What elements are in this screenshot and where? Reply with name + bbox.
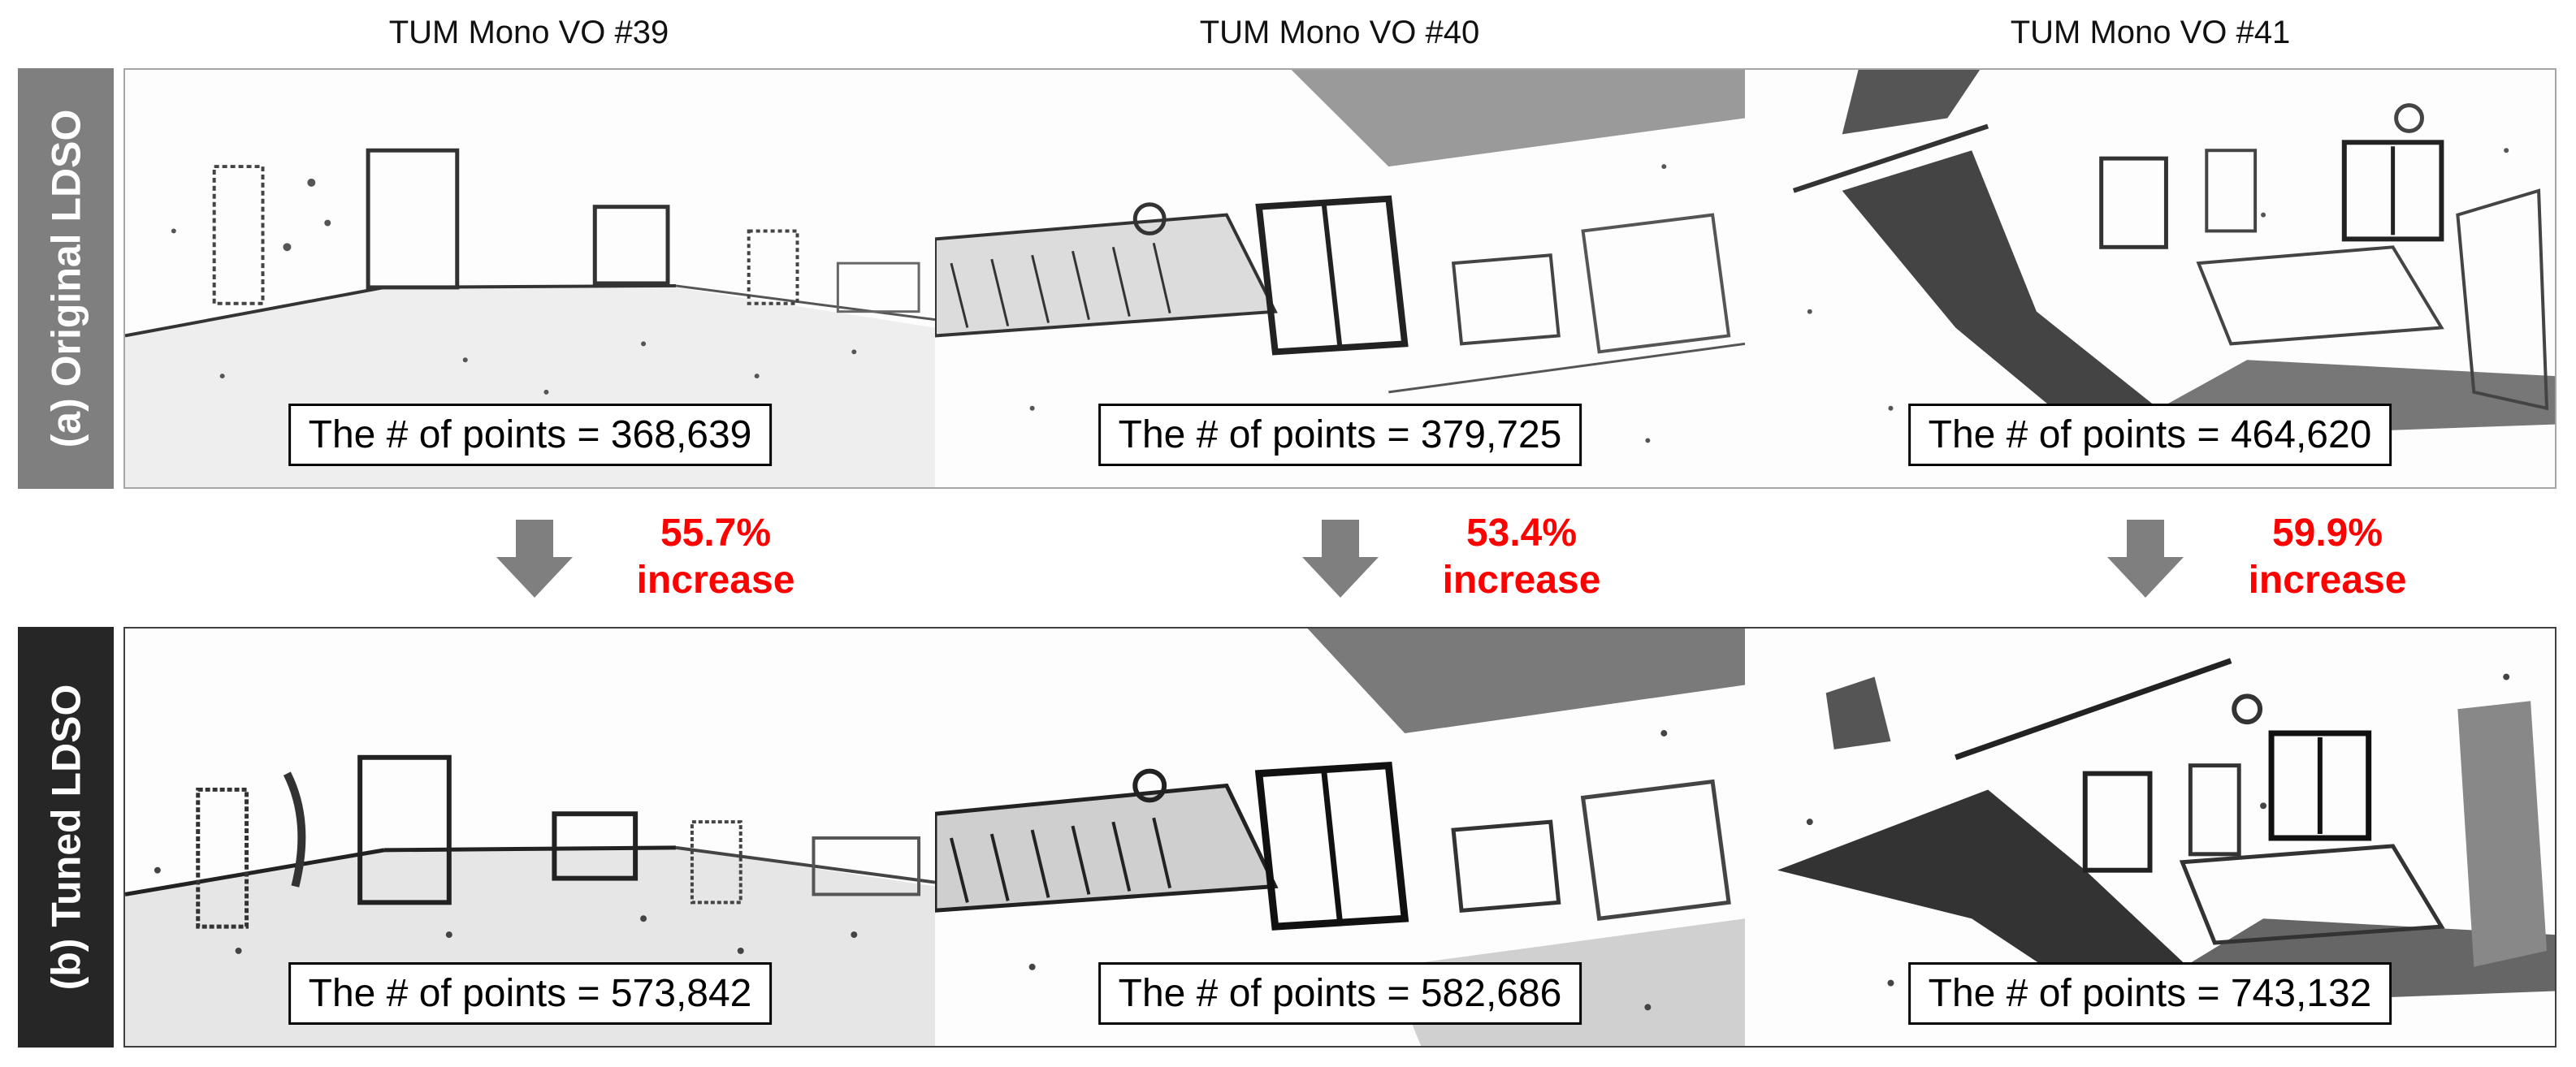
increase-label-vo41: 59.9% increase [2197,510,2457,604]
point-cloud-image [935,70,1745,443]
point-count-tuned-vo39: The # of points = 573,842 [288,962,773,1025]
increase-label-vo40: 53.4% increase [1392,510,1652,604]
tuned-panel-vo41: The # of points = 743,132 [1745,629,2555,1046]
row-label-tuned: (b) Tuned LDSO [18,627,114,1048]
down-arrow-icon [496,520,573,598]
increase-word: increase [636,559,795,602]
column-title-vo39: TUM Mono VO #39 [388,15,669,50]
row-label-tuned-text: (b) Tuned LDSO [43,684,89,991]
tuned-panel-vo39: The # of points = 573,842 [125,629,935,1046]
original-panel-vo41: The # of points = 464,620 [1745,70,2555,487]
column-title-vo41: TUM Mono VO #41 [2010,15,2291,50]
increase-word: increase [2248,559,2407,602]
increase-label-vo39: 55.7% increase [586,510,846,604]
point-count-tuned-vo40: The # of points = 582,686 [1098,962,1582,1025]
original-panel-vo40: The # of points = 379,725 [935,70,1745,487]
point-count-original-vo39: The # of points = 368,639 [288,404,773,466]
row-label-original: (a) Original LDSO [18,68,114,489]
increase-percent: 59.9% [2271,512,2383,555]
original-panel-vo39: The # of points = 368,639 [125,70,935,487]
increase-percent: 53.4% [1466,512,1578,555]
tuned-panel-vo40: The # of points = 582,686 [935,629,1745,1046]
point-count-original-vo40: The # of points = 379,725 [1098,404,1582,466]
increase-word: increase [1442,559,1601,602]
row-label-original-text: (a) Original LDSO [43,109,89,448]
down-arrow-icon [1302,520,1379,598]
tuned-ldso-row: The # of points = 573,842 The # of point… [123,627,2557,1048]
original-ldso-row: The # of points = 368,639 The # of point… [123,68,2557,489]
column-title-vo40: TUM Mono VO #40 [1199,15,1480,50]
down-arrow-icon [2107,520,2184,598]
point-count-tuned-vo41: The # of points = 743,132 [1907,962,2392,1025]
increase-percent: 55.7% [660,512,772,555]
point-count-original-vo41: The # of points = 464,620 [1907,404,2392,466]
